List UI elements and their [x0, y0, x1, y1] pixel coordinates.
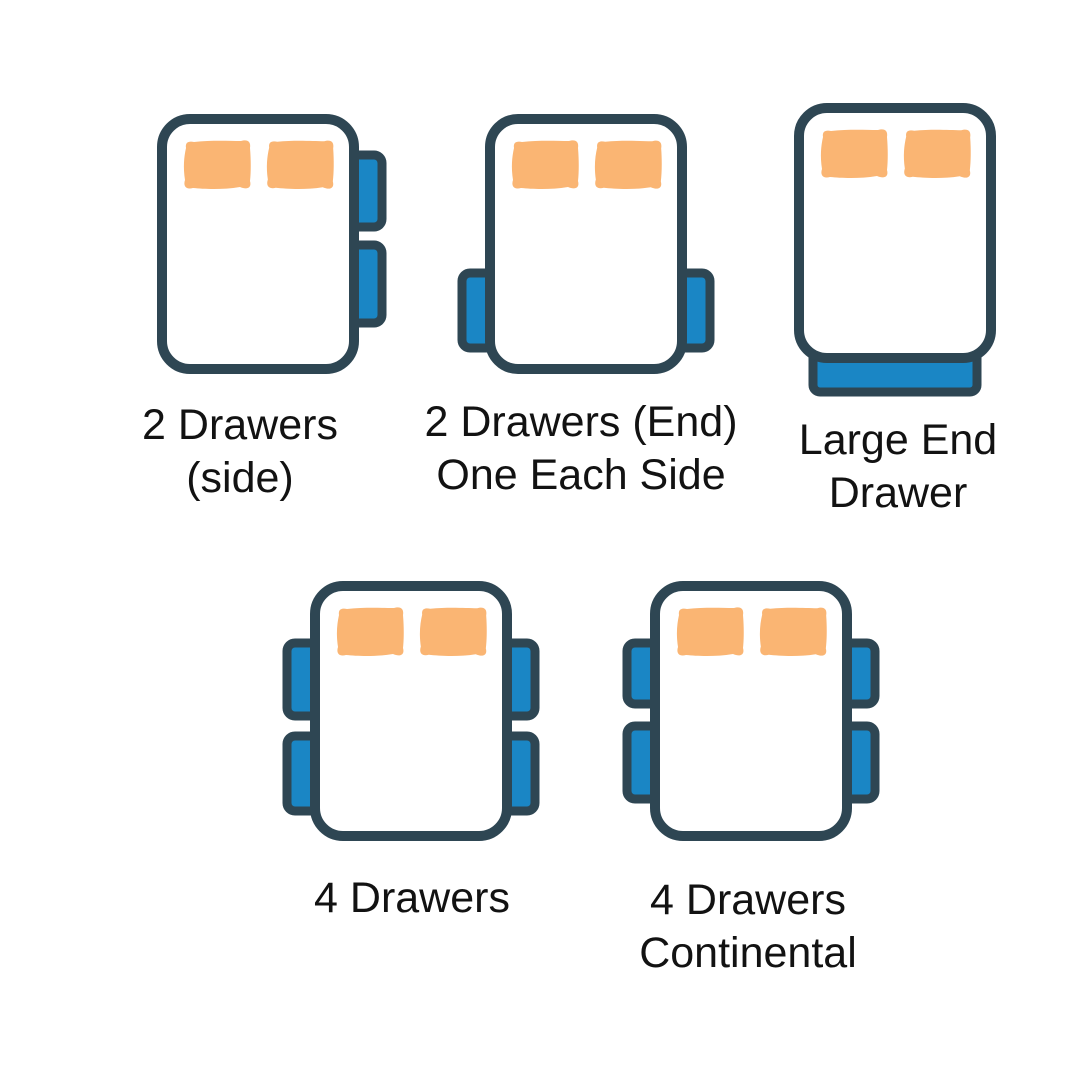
pillow-icon-left — [511, 140, 579, 189]
bed-figure-label: Large End Drawer — [698, 414, 1080, 520]
bed-figure-label-line1: 4 Drawers — [314, 874, 510, 922]
bed-diagram-svg — [282, 581, 540, 841]
pillow-icon-right — [266, 140, 334, 189]
pillow-icon-left — [820, 129, 888, 178]
bed-diagram-svg — [622, 581, 880, 841]
bed-figure-label-line2: (side) — [186, 454, 294, 502]
bed-illustration — [108, 94, 408, 409]
pillow-icon-right — [903, 129, 971, 178]
pillow-icon-right — [419, 607, 487, 656]
pillow-icon-left — [676, 607, 744, 656]
bed-diagram-svg — [794, 103, 996, 397]
bed-figure-label-line1: Large End — [798, 416, 998, 464]
bed-illustration — [601, 561, 901, 876]
pillow-icon-left — [183, 140, 251, 189]
bed-figure-label-line1: 4 Drawers — [650, 876, 846, 924]
pillow-icon-left — [336, 607, 404, 656]
bed-figure-label: 2 Drawers (End) One Each Side — [381, 396, 781, 502]
bed-illustration — [745, 83, 1045, 398]
pillow-icon-right — [759, 607, 827, 656]
bed-illustration — [436, 94, 736, 409]
bed-illustration — [261, 561, 561, 876]
bed-figure-label: 4 Drawers Continental — [548, 874, 948, 980]
pillow-icon-right — [594, 140, 662, 189]
bed-figure-label-line1: 2 Drawers (End) — [424, 398, 738, 446]
bed-figure-label: 4 Drawers — [212, 872, 612, 925]
bed-figure-label-line2: One Each Side — [436, 451, 726, 499]
bed-figure-label-line2: Drawer — [828, 469, 968, 517]
bed-figure-label-line2: Continental — [639, 929, 857, 977]
bed-diagram-svg — [157, 114, 387, 374]
bed-diagram-svg — [457, 114, 715, 374]
bed-figure-label-line1: 2 Drawers — [142, 401, 338, 449]
bed-figure-label: 2 Drawers (side) — [40, 399, 440, 505]
